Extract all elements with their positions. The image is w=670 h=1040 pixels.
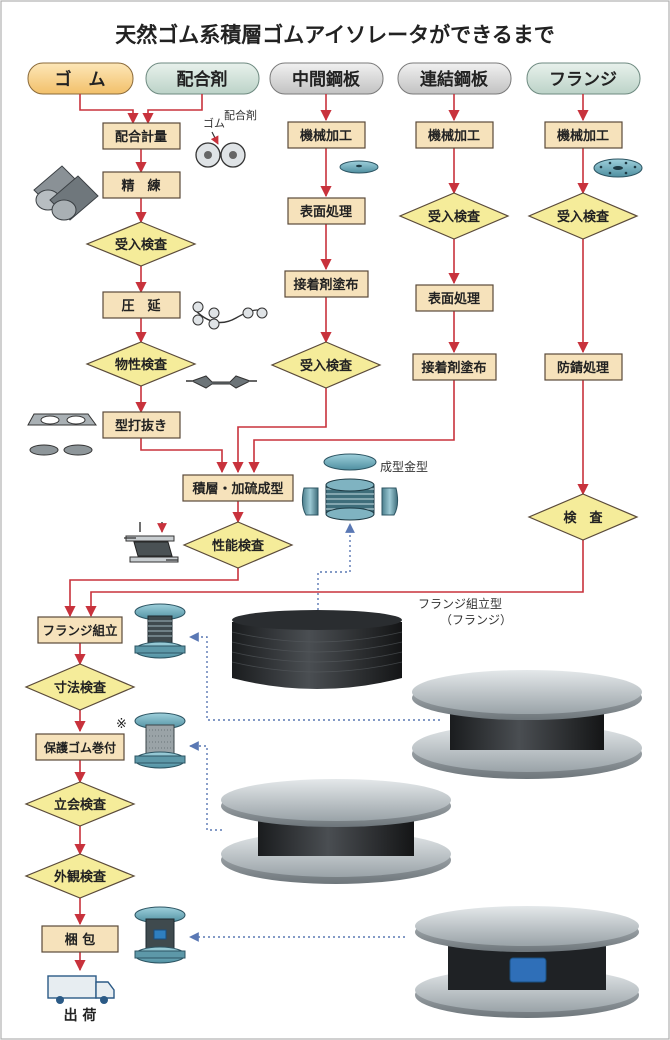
diamond-phys-test: 物性検査 [85, 341, 197, 387]
punch-die-icon [27, 413, 97, 456]
svg-text:検 査: 検 査 [563, 510, 603, 526]
inner-plate-disc-icon [339, 160, 379, 174]
isolator-small-icon-3 [134, 906, 186, 964]
svg-text:積層・加硫成型: 積層・加硫成型 [191, 481, 283, 497]
svg-text:配合剤: 配合剤 [224, 108, 257, 122]
flanged-isolator-photo-2 [221, 779, 451, 884]
covered-isolator-photo [415, 906, 639, 1018]
step-rustproof: 防錆処理 [544, 353, 623, 381]
step-pack: 梱 包 [41, 925, 119, 953]
step-cover: 保護ゴム巻付 [35, 733, 125, 761]
svg-text:表面処理: 表面処理 [427, 291, 480, 307]
svg-text:立会検査: 立会検査 [54, 797, 107, 813]
diamond-flange-inspect: 受入検査 [527, 192, 639, 240]
step-inner-adhesive: 接着剤塗布 [284, 270, 369, 298]
diamond-inner-inspect: 受入検査 [270, 341, 382, 389]
svg-text:ゴム: ゴム [203, 116, 225, 130]
rubber-block-photo [231, 610, 403, 689]
isolator-small-icon-1 [134, 603, 186, 659]
header-flange: フランジ [526, 62, 641, 95]
svg-text:成型金型: 成型金型 [380, 459, 428, 474]
svg-text:性能検査: 性能検査 [212, 538, 265, 554]
svg-text:寸法検査: 寸法検査 [54, 680, 107, 696]
svg-text:精 練: 精 練 [121, 178, 160, 194]
diamond-witness: 立会検査 [24, 781, 136, 827]
svg-text:保護ゴム巻付: 保護ゴム巻付 [43, 740, 116, 755]
flow-arrows [64, 94, 589, 972]
svg-text:梱 包: 梱 包 [65, 932, 96, 948]
diagram-title: 天然ゴム系積層ゴムアイソレータができるまで [115, 23, 555, 47]
step-roll: 圧 延 [102, 291, 181, 319]
ship-label: 出 荷 [64, 1007, 97, 1024]
step-punch: 型打抜き [102, 411, 181, 439]
svg-text:表面処理: 表面処理 [299, 204, 352, 220]
header-inner-plate: 中間鋼板 [269, 62, 384, 95]
header-compound: 配合剤 [145, 62, 260, 95]
header-rubber: ゴ ム [27, 62, 134, 95]
step-inner-surface: 表面処理 [287, 197, 366, 225]
step-connect-adhesive: 接着剤塗布 [412, 353, 497, 381]
step-flange-assy: フランジ組立 [37, 616, 123, 644]
svg-text:外観検査: 外観検査 [53, 869, 107, 885]
rubber-bale-icon [33, 165, 99, 221]
step-refine: 精 練 [102, 171, 181, 199]
svg-text:配合計量: 配合計量 [115, 129, 167, 145]
step-laminate: 積層・加硫成型 [182, 474, 294, 502]
shear-test-icon [124, 522, 179, 563]
diamond-connect-inspect: 受入検査 [398, 192, 510, 240]
diamond-visual: 外観検査 [24, 853, 136, 899]
svg-text:ゴ ム: ゴ ム [55, 69, 106, 90]
flange-type-label-2: （フランジ） [440, 613, 512, 627]
svg-text:物性検査: 物性検査 [115, 357, 168, 373]
diamond-flange-final: 検 査 [527, 493, 639, 541]
step-flange-machining: 機械加工 [544, 121, 623, 149]
isolator-small-icon-2 [134, 712, 186, 769]
truck-icon [47, 975, 115, 1004]
note-mark: ※ [116, 717, 127, 732]
specimen-icon [186, 375, 257, 389]
svg-text:中間鋼板: 中間鋼板 [292, 69, 361, 90]
svg-text:機械加工: 機械加工 [428, 128, 480, 144]
flanged-isolator-photo-1 [412, 670, 642, 779]
svg-text:連結鋼板: 連結鋼板 [420, 69, 489, 90]
photo-connectors [189, 523, 440, 942]
svg-text:防錆処理: 防錆処理 [557, 360, 609, 376]
mold-icon: 成型金型 [301, 453, 428, 521]
flange-disc-icon [593, 158, 643, 178]
mixer-rolls-icon: ゴム 配合剤 [195, 108, 257, 168]
header-connect-plate: 連結鋼板 [397, 62, 512, 95]
svg-text:型打抜き: 型打抜き [115, 418, 167, 434]
svg-text:受入検査: 受入検査 [115, 237, 168, 253]
step-blend: 配合計量 [102, 122, 181, 150]
diamond-dim-check: 寸法検査 [24, 663, 136, 711]
svg-text:機械加工: 機械加工 [300, 128, 352, 144]
svg-text:接着剤塗布: 接着剤塗布 [293, 277, 358, 293]
svg-text:圧 延: 圧 延 [121, 298, 161, 314]
svg-text:受入検査: 受入検査 [300, 358, 353, 374]
svg-text:受入検査: 受入検査 [557, 209, 610, 225]
svg-text:機械加工: 機械加工 [557, 128, 609, 144]
diamond-rubber-inspect: 受入検査 [85, 221, 197, 267]
svg-text:接着剤塗布: 接着剤塗布 [421, 360, 486, 376]
svg-text:フランジ: フランジ [549, 70, 617, 90]
svg-text:フランジ組立: フランジ組立 [42, 623, 118, 638]
flange-type-label-1: フランジ組立型 [418, 596, 502, 611]
calender-icon [192, 301, 268, 330]
svg-text:配合剤: 配合剤 [177, 69, 228, 90]
svg-text:受入検査: 受入検査 [428, 209, 481, 225]
diamond-perf-test: 性能検査 [182, 521, 294, 569]
step-inner-machining: 機械加工 [287, 121, 366, 149]
step-connect-surface: 表面処理 [415, 284, 494, 312]
step-connect-machining: 機械加工 [415, 121, 494, 149]
